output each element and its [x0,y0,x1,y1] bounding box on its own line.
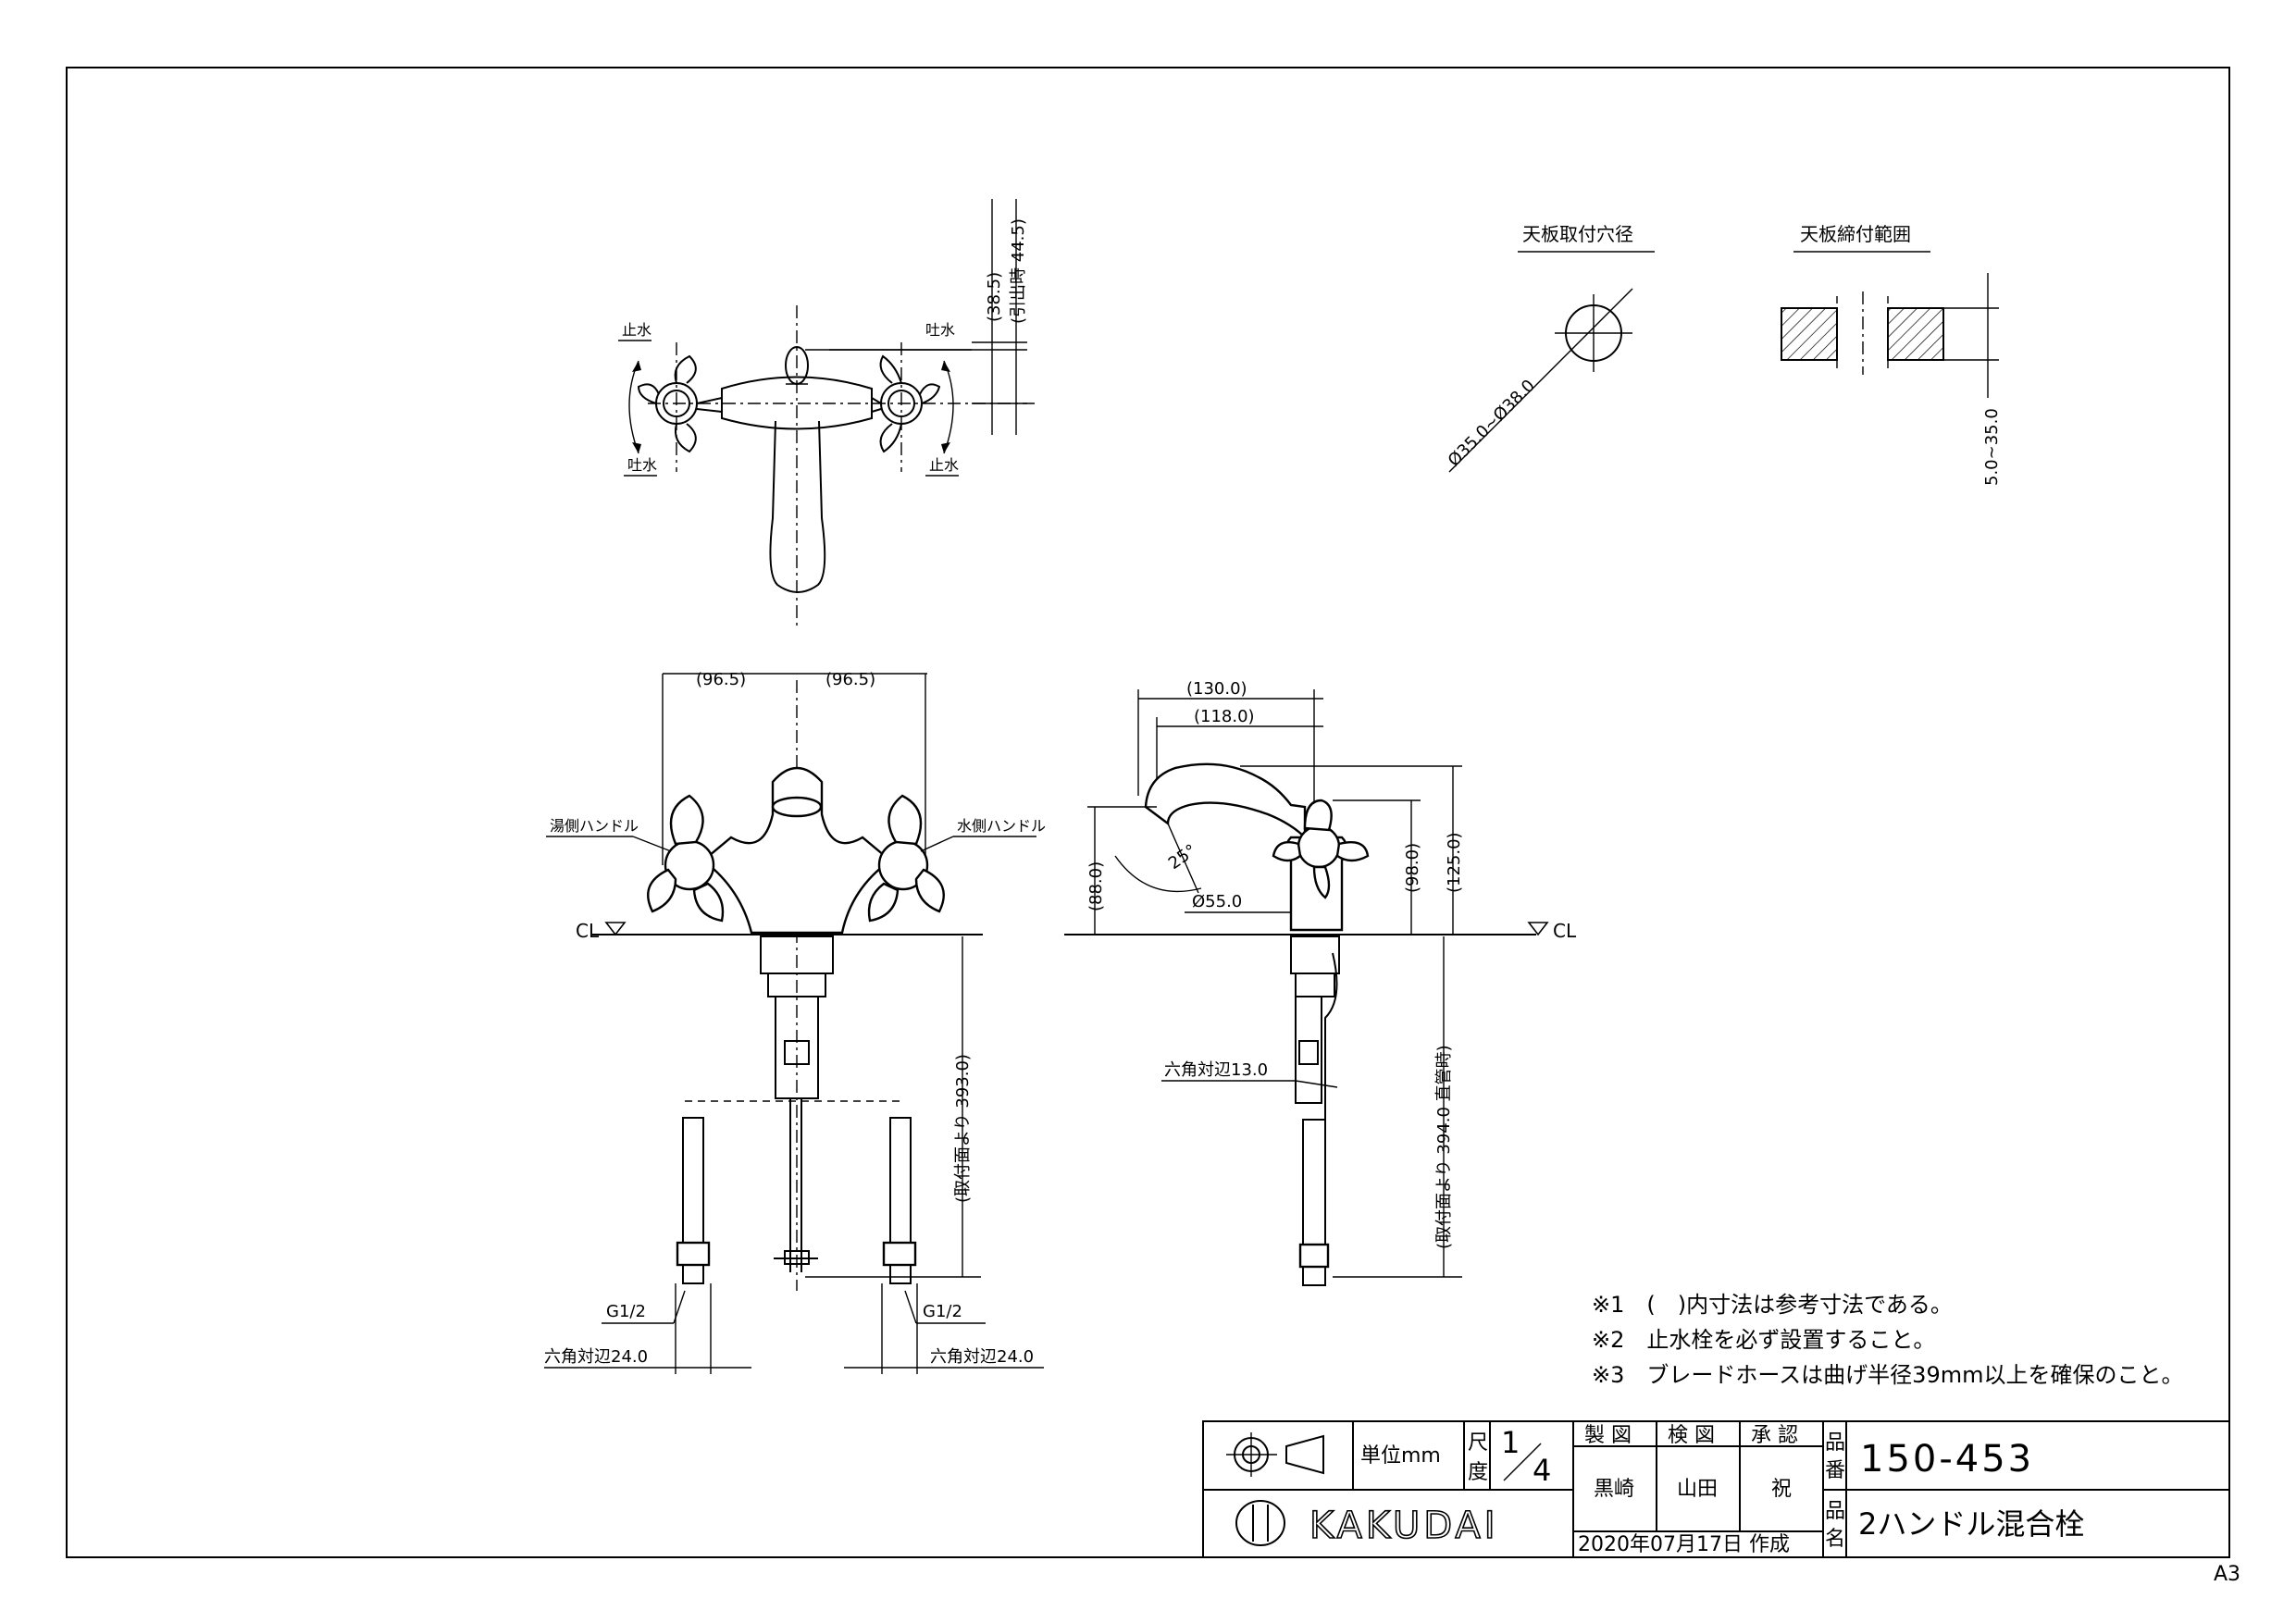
dim-38-5: (38.5) [985,272,1004,322]
dim-88: (88.0) [1086,861,1106,911]
scale-label-2: 度 [1468,1461,1488,1484]
counter-detail: 天板締付範囲 5.0~35.0 [1781,223,2002,486]
label-spout-left: 吐水 [627,456,657,474]
created-date: 2020年07月17日 作成 [1578,1533,1790,1556]
dia-55: Ø55.0 [1192,892,1242,911]
cold-handle-label: 水側ハンドル [957,817,1046,835]
col-checked: 検 図 [1668,1424,1715,1447]
cl-right: CL [1553,920,1577,942]
approved-by: 祝 [1771,1478,1792,1501]
front-view: (96.5) (96.5) 湯側ハンドル 水側ハンドル CL [544,670,1046,1374]
hole-detail: 天板取付穴径 Ø35.0~Ø38.0 [1445,223,1655,473]
col-drawn: 製 図 [1584,1424,1632,1447]
drawn-by: 黒崎 [1594,1478,1634,1501]
scale-num: 1 [1501,1425,1520,1460]
part-name: 2ハンドル混合栓 [1858,1506,2084,1542]
dim-44-5: (引出時 44.5) [1009,218,1028,324]
label-stop-left: 止水 [622,321,652,339]
side-view: (130.0) (118.0) 25° CL Ø55.0 (88.0) (98.… [1064,679,1577,1286]
part-no: 150-453 [1860,1438,2034,1481]
dim-98: (98.0) [1403,843,1422,893]
sheet-size: A3 [2214,1563,2240,1586]
dim-394: (取付面より 394.0 直管時) [1434,1045,1454,1249]
part-no-label-2: 番 [1825,1459,1845,1482]
title-block: 単位mm 尺 度 1 4 製 図 検 図 承 認 黒崎 山田 祝 品 番 150… [1202,1420,2230,1558]
kakudai-logo: KAKUDAI [1235,1500,1499,1548]
scale-label-1: 尺 [1468,1431,1488,1455]
hole-title: 天板取付穴径 [1522,223,1633,245]
angle-25: 25° [1165,841,1200,874]
notes: ※1 ( )内寸法は参考寸法である。 ※2 止水栓を必ず設置すること。 ※3 ブ… [1592,1292,2183,1388]
col-approved: 承 認 [1751,1424,1798,1447]
third-angle-projection-icon [1226,1432,1324,1477]
dim-130: (130.0) [1186,679,1247,699]
checked-by: 山田 [1677,1478,1718,1501]
dim-393: (取付面より 393.0) [953,1054,973,1203]
label-spout-right: 吐水 [925,321,955,339]
cl-left: CL [576,920,600,942]
hex-13: 六角対辺13.0 [1164,1060,1268,1080]
part-no-label-1: 品 [1825,1431,1845,1455]
g-left: G1/2 [606,1302,646,1321]
unit-label: 単位mm [1360,1444,1441,1468]
dim-left: (96.5) [696,670,746,689]
part-name-label-1: 品 [1825,1500,1845,1523]
scale-den: 4 [1533,1453,1551,1488]
counter-dim: 5.0~35.0 [1982,408,2002,486]
counter-title: 天板締付範囲 [1800,223,1911,245]
hot-handle-label: 湯側ハンドル [550,817,639,835]
dim-right: (96.5) [825,670,875,689]
top-view: 止水 吐水 吐水 止水 (38.5) (引出時 44.5) [618,199,1035,629]
hex-right: 六角対辺24.0 [930,1347,1034,1367]
label-stop-right: 止水 [929,456,959,474]
g-right: G1/2 [923,1302,962,1321]
dim-125: (125.0) [1445,832,1464,893]
hex-left: 六角対辺24.0 [544,1347,648,1367]
note-3: ※3 ブレードホースは曲げ半径39mm以上を確保のこと。 [1592,1362,2183,1388]
brand-name: KAKUDAI [1309,1505,1499,1547]
dim-118: (118.0) [1194,707,1255,726]
part-name-label-2: 名 [1825,1528,1845,1551]
note-2: ※2 止水栓を必ず設置すること。 [1592,1327,1935,1353]
hole-dim: Ø35.0~Ø38.0 [1445,376,1539,470]
note-1: ※1 ( )内寸法は参考寸法である。 [1592,1292,1953,1318]
sheet-border [66,67,2230,1558]
